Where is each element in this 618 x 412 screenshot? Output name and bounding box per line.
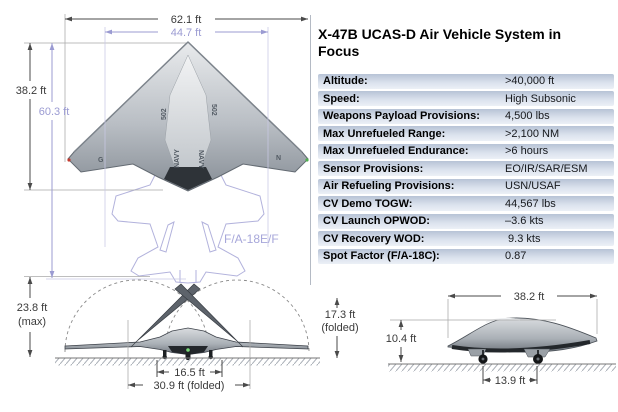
spec-label: Max Unrefueled Range: <box>323 127 446 140</box>
page-title: X-47B UCAS-D Air Vehicle System in Focus <box>318 26 562 59</box>
dim-gear-track-label: 16.5 ft <box>174 367 205 379</box>
spec-label: CV Demo TOGW: <box>323 197 413 210</box>
dim-length-fa18-label: 60.3 ft <box>39 106 70 118</box>
spec-value: 44,567 lbs <box>505 197 556 210</box>
dim-side-length-label: 38.2 ft <box>514 291 545 303</box>
spec-value: 0.87 <box>505 250 527 263</box>
marking-navy-right: NAVY <box>197 150 204 169</box>
fa18-label: F/A-18E/F <box>224 232 279 246</box>
dim-side-length <box>447 293 598 338</box>
spec-label: Spot Factor (F/A-18C): <box>323 250 440 263</box>
folded-wing-right <box>174 283 244 348</box>
folded-wing-left <box>130 283 201 348</box>
spec-value: High Subsonic <box>505 92 576 105</box>
dim-length-fa18 <box>49 43 55 278</box>
spec-label: Air Refueling Provisions: <box>323 180 455 193</box>
dim-folded-height-label2: (folded) <box>321 322 358 334</box>
table-row: Spot Factor (F/A-18C): 0.87 <box>318 248 614 264</box>
spec-value: >6 hours <box>505 145 549 158</box>
dim-length-x47b <box>27 43 33 190</box>
spec-value: USN/USAF <box>505 180 561 193</box>
spec-label: CV Recovery WOD: <box>323 232 425 245</box>
spec-label: Weapons Payload Provisions: <box>323 110 480 123</box>
spec-label: Altitude: <box>323 75 368 88</box>
dim-wheelbase <box>482 366 538 384</box>
extension-lines-light2 <box>46 27 269 280</box>
ground-side <box>388 363 616 372</box>
x47b-top-view: 502 502 NAVY NAVY G N <box>67 41 309 192</box>
landing-gear-side <box>478 350 543 364</box>
marking-wing-right: N <box>276 155 281 162</box>
table-row: Speed: High Subsonic <box>318 91 614 107</box>
dim-side-height-label: 10.4 ft <box>386 333 417 345</box>
x47b-exhaust <box>164 167 212 190</box>
dim-length-x47b-label: 38.2 ft <box>16 85 47 97</box>
table-row: CV Launch OPWOD: –3.6 kts <box>318 213 614 229</box>
spec-table: Altitude: >40,000 ft Speed: High Subsoni… <box>318 73 614 264</box>
table-row: Max Unrefueled Endurance: >6 hours <box>318 143 614 159</box>
dim-max-height-label2: (max) <box>18 316 46 328</box>
spec-value: >2,100 NM <box>505 127 560 140</box>
dim-folded-span <box>127 320 251 389</box>
dim-folded-height <box>334 298 340 358</box>
table-row: Weapons Payload Provisions: 4,500 lbs <box>318 108 614 124</box>
marking-navy-left: NAVY <box>174 149 181 168</box>
table-row: CV Recovery WOD: 9.3 kts <box>318 231 614 247</box>
table-row: Air Refueling Provisions: USN/USAF <box>318 178 614 194</box>
dim-max-height <box>27 277 33 357</box>
dim-side-height <box>390 319 556 362</box>
dim-wheelbase-label: 13.9 ft <box>495 375 526 387</box>
dim-wingspan-fa18 <box>105 29 268 35</box>
x47b-front-view <box>64 283 309 361</box>
table-row: CV Demo TOGW: 44,567 lbs <box>318 196 614 212</box>
spec-value: 9.3 kts <box>505 232 541 245</box>
x47b-side-view <box>447 317 598 364</box>
spec-value: 4,500 lbs <box>505 110 550 123</box>
dim-wingspan-x47b-label: 62.1 ft <box>171 14 202 26</box>
spec-panel: X-47B UCAS-D Air Vehicle System in Focus… <box>318 26 614 266</box>
ground-front <box>55 357 320 366</box>
marking-502-left: 502 <box>161 108 168 120</box>
dim-folded-height-label1: 17.3 ft <box>325 309 356 321</box>
table-row: Altitude: >40,000 ft <box>318 73 614 89</box>
marking-wing-left: G <box>98 157 104 164</box>
spec-label: Sensor Provisions: <box>323 162 424 175</box>
spec-label: Speed: <box>323 92 360 105</box>
spec-value: –3.6 kts <box>505 215 544 228</box>
marking-502-right: 502 <box>210 104 217 116</box>
dim-wingspan-fa18-label: 44.7 ft <box>171 27 202 39</box>
spec-label: Max Unrefueled Endurance: <box>323 145 469 158</box>
table-row: Max Unrefueled Range: >2,100 NM <box>318 126 614 142</box>
wing-fold-arcs <box>64 279 310 353</box>
spec-value: EO/IR/SAR/ESM <box>505 162 588 175</box>
nav-light-right <box>305 158 309 162</box>
dim-folded-span-label: 30.9 ft (folded) <box>154 380 225 392</box>
dim-max-height-label1: 23.8 ft <box>17 302 48 314</box>
dim-gear-track <box>156 360 223 377</box>
spec-value: >40,000 ft <box>505 75 555 88</box>
spec-label: CV Launch OPWOD: <box>323 215 430 228</box>
dim-wingspan-x47b <box>65 16 308 22</box>
nav-light-left <box>67 158 71 162</box>
table-row: Sensor Provisions: EO/IR/SAR/ESM <box>318 161 614 177</box>
gear-light-green <box>186 348 190 352</box>
